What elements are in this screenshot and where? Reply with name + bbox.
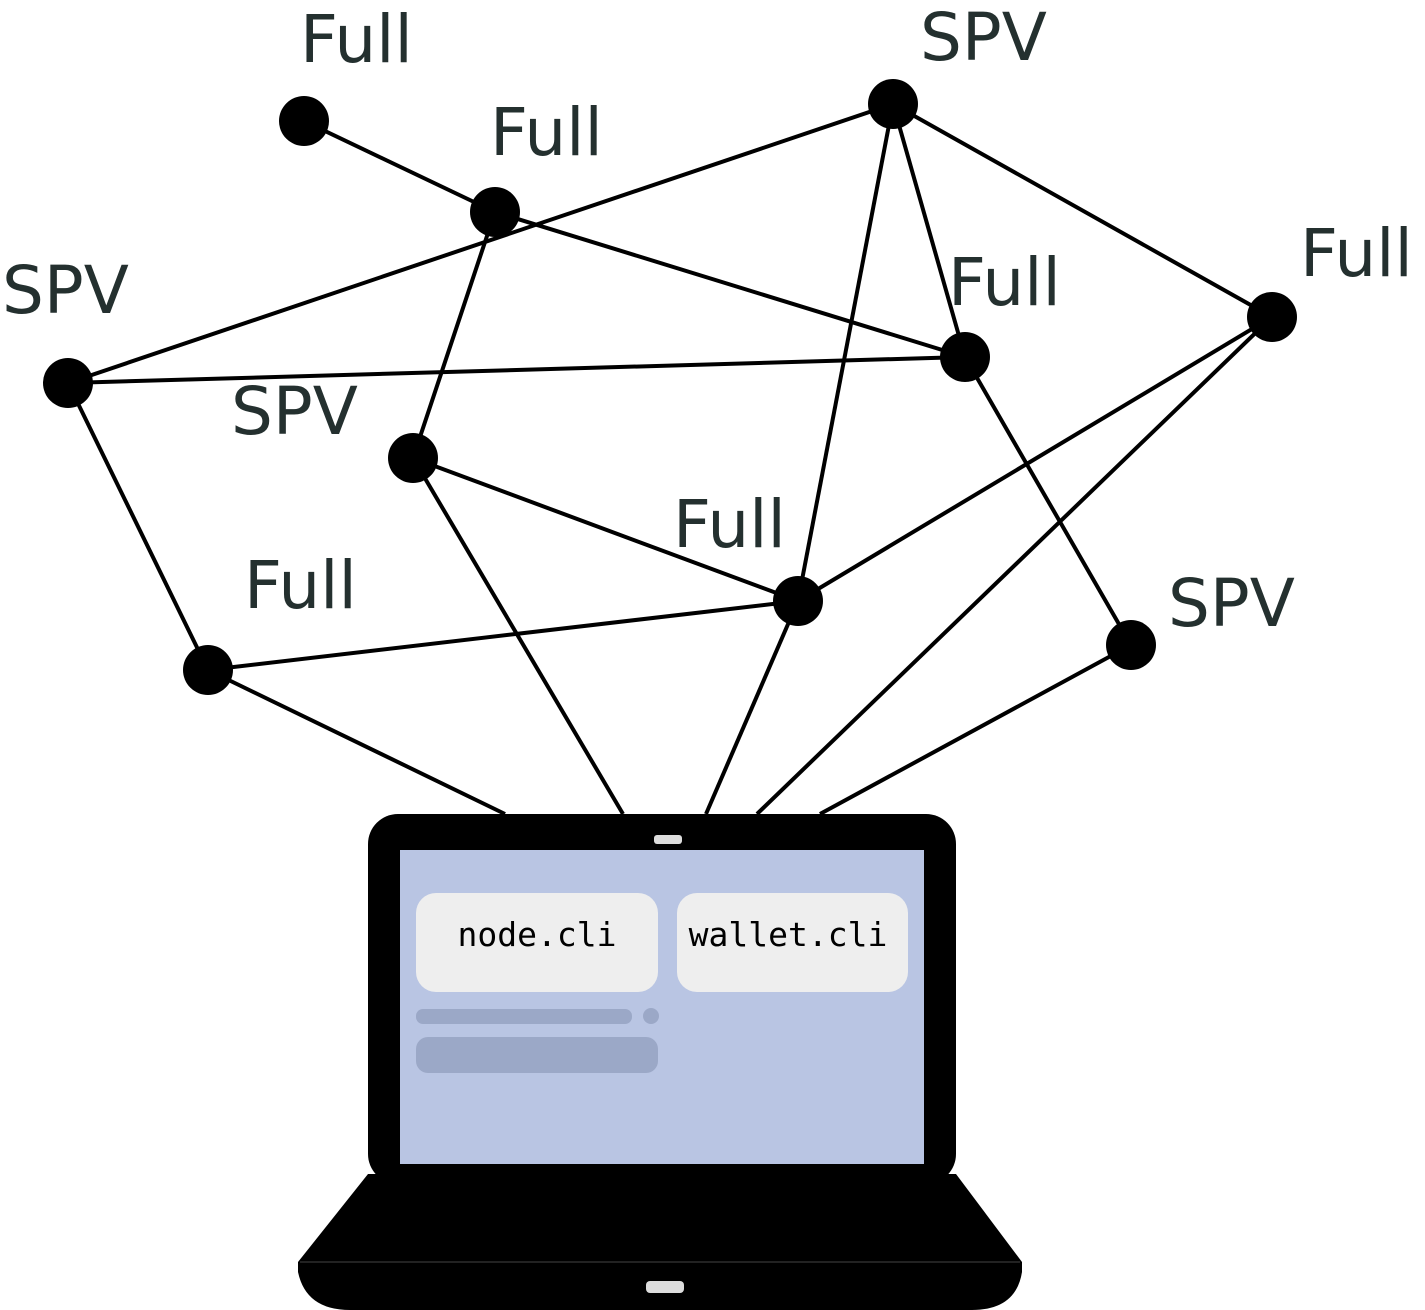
nodes bbox=[43, 79, 1297, 695]
node-label-n6: Full bbox=[1300, 215, 1413, 292]
laptop: node.cli wallet.cli bbox=[298, 814, 1022, 1310]
status-dot bbox=[643, 1008, 659, 1024]
edge-n3-n5 bbox=[891, 103, 967, 358]
node-full-n6 bbox=[1247, 292, 1297, 342]
node-full-n8 bbox=[773, 576, 823, 626]
edge-n2-n5 bbox=[494, 210, 966, 359]
node-full-n9 bbox=[183, 645, 233, 695]
edge-n1-n2 bbox=[303, 119, 496, 214]
node-full-n2 bbox=[470, 187, 520, 237]
app-label-wallet-cli: wallet.cli bbox=[689, 915, 888, 954]
edge-n10-laptop bbox=[819, 643, 1132, 816]
edge-n5-n10 bbox=[963, 356, 1133, 646]
laptop-camera bbox=[654, 835, 682, 844]
edge-n7-n8 bbox=[412, 456, 799, 603]
edge-n8-laptop bbox=[704, 600, 800, 815]
laptop-base bbox=[298, 1174, 1022, 1310]
edges bbox=[66, 102, 1274, 816]
node-spv-n3 bbox=[868, 79, 918, 129]
edge-n6-n8 bbox=[796, 315, 1274, 603]
node-label-n4: SPV bbox=[2, 252, 129, 329]
node-label-n2: Full bbox=[490, 94, 603, 171]
edge-n4-n3 bbox=[67, 102, 894, 385]
node-full-n1 bbox=[279, 96, 329, 146]
node-label-n7: SPV bbox=[231, 373, 358, 450]
app-tile-node-cli[interactable] bbox=[416, 893, 658, 992]
node-label-n1: Full bbox=[300, 1, 413, 78]
edge-n6-laptop bbox=[755, 315, 1274, 816]
node-label-n8: Full bbox=[673, 486, 786, 563]
edge-n3-n6 bbox=[892, 102, 1273, 319]
node-label-n5: Full bbox=[948, 244, 1061, 321]
edge-n4-n9 bbox=[66, 382, 210, 671]
input-bar bbox=[416, 1037, 658, 1073]
app-tile-wallet-cli[interactable] bbox=[677, 893, 908, 992]
edge-n2-n7 bbox=[411, 211, 497, 459]
node-spv-n4 bbox=[43, 358, 93, 408]
node-label-n3: SPV bbox=[920, 0, 1047, 76]
laptop-touchpad-slot bbox=[646, 1281, 684, 1293]
node-full-n5 bbox=[940, 332, 990, 382]
edge-n9-laptop bbox=[207, 668, 506, 816]
node-spv-n7 bbox=[388, 433, 438, 483]
node-label-n10: SPV bbox=[1168, 565, 1295, 642]
edge-n4-n5 bbox=[67, 355, 966, 385]
progress-bar bbox=[416, 1009, 632, 1024]
edge-n7-laptop bbox=[411, 456, 625, 816]
app-label-node-cli: node.cli bbox=[458, 915, 617, 954]
node-spv-n10 bbox=[1106, 620, 1156, 670]
node-label-n9: Full bbox=[244, 547, 357, 624]
edge-n8-n9 bbox=[207, 599, 799, 672]
edge-n3-n8 bbox=[796, 103, 895, 602]
